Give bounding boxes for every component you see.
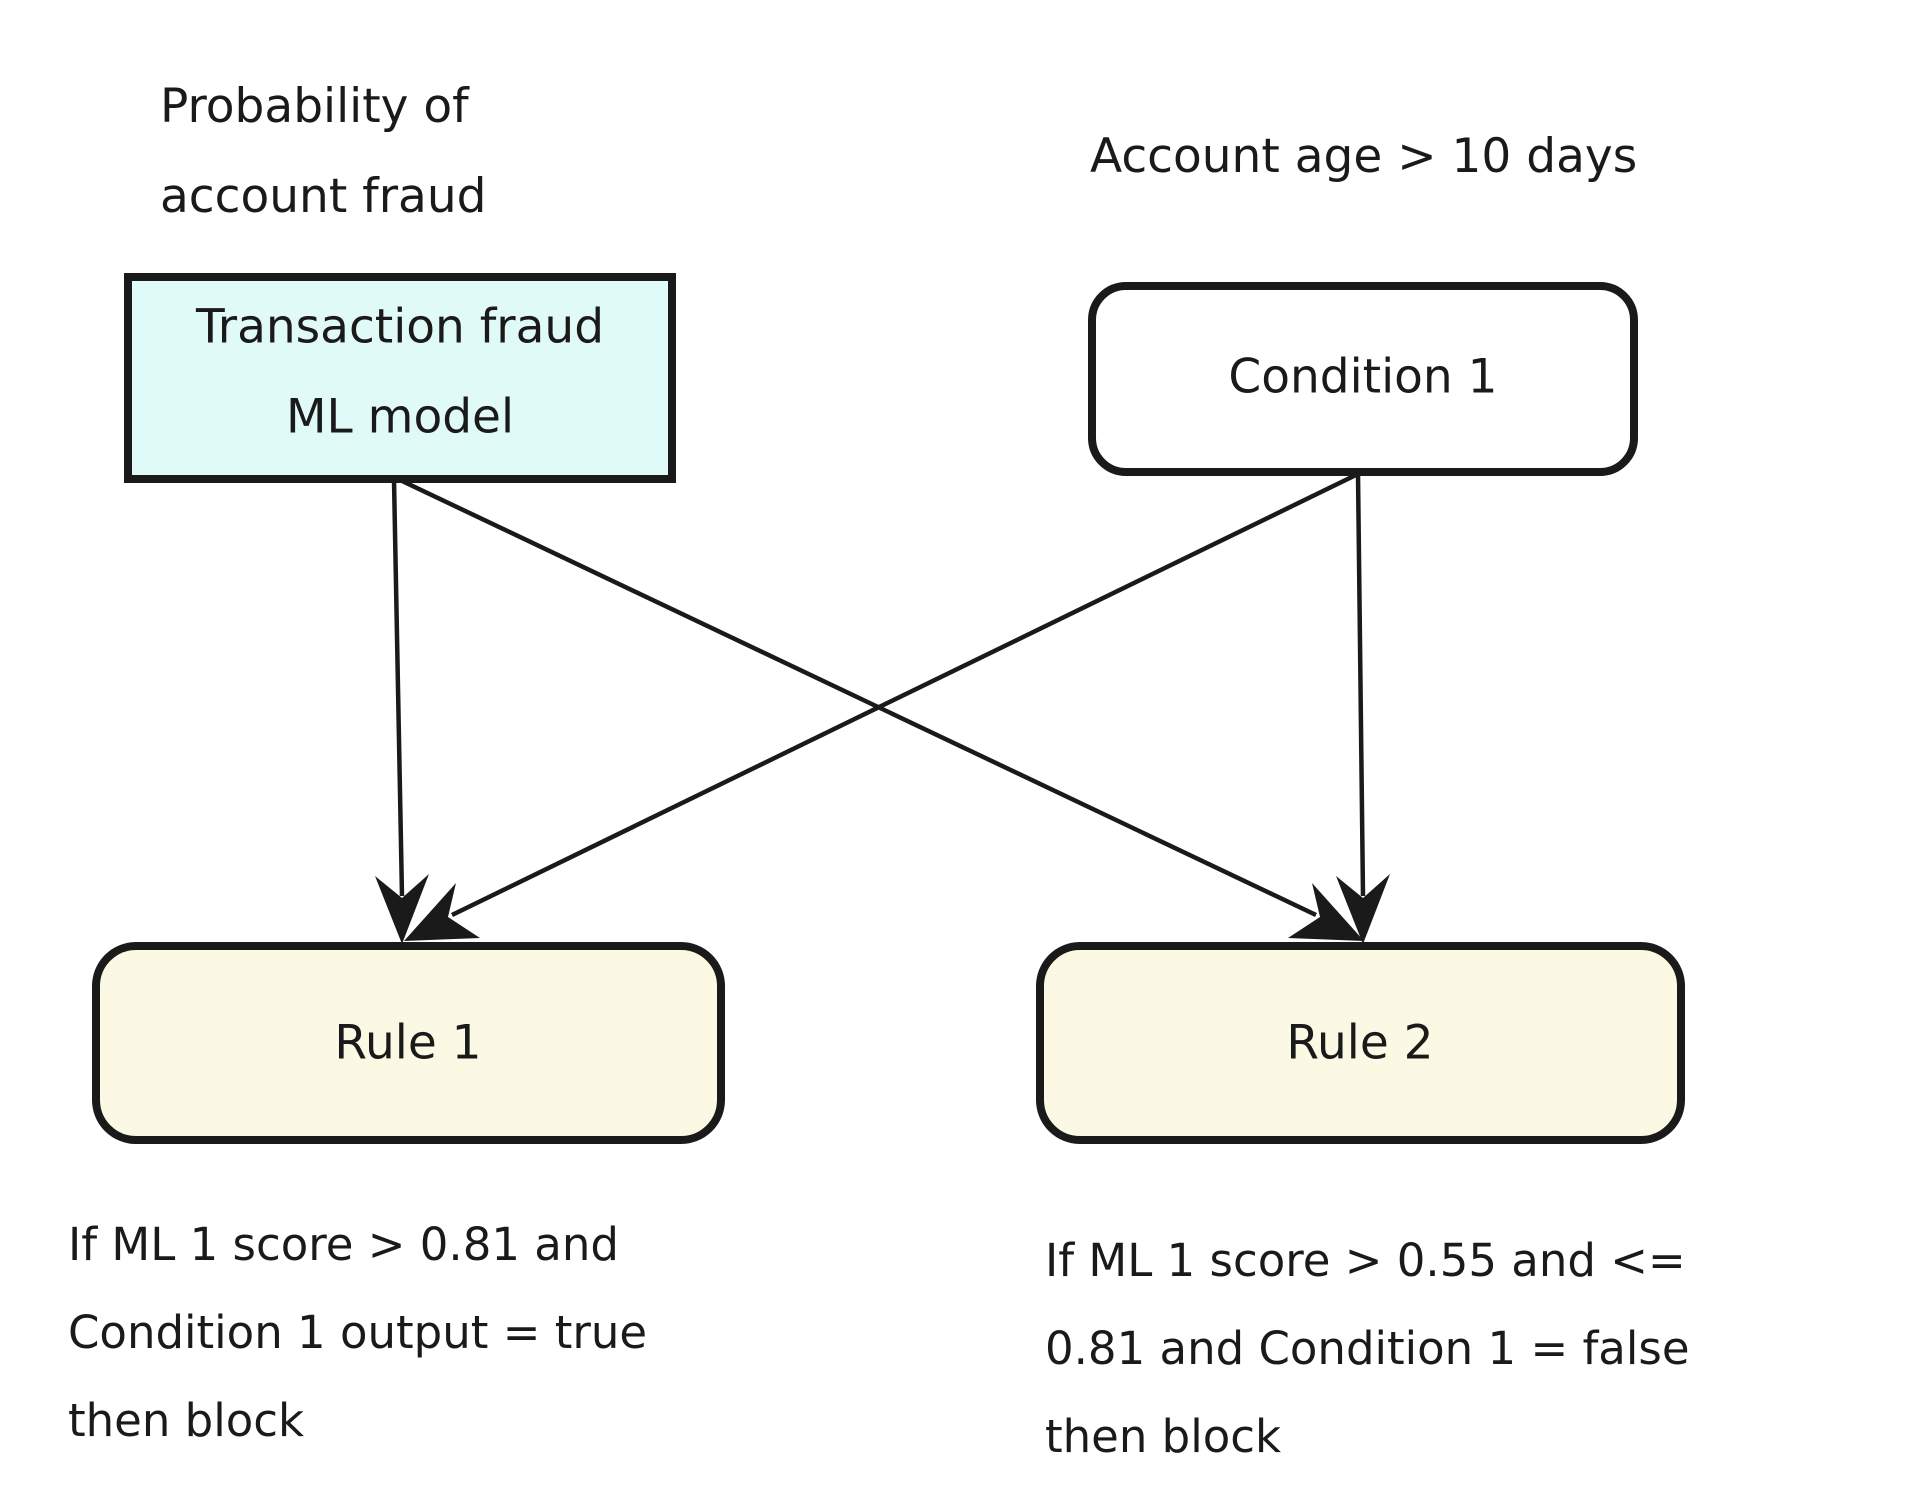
edge-line-cond1-to-rule1 [451, 471, 1359, 918]
caption-rule-2-line3: then block [1045, 1410, 1281, 1463]
edge-condition-1-to-rule-2 [1336, 473, 1390, 944]
arrowhead-ml-to-rule1 [375, 874, 429, 944]
node-ml-model[interactable]: Transaction fraud ML model [124, 273, 676, 483]
node-ml-model-label-line1: Transaction fraud [195, 300, 604, 355]
caption-rule-1-line2: Condition 1 output = true [68, 1306, 647, 1359]
node-condition-1-label: Condition 1 [1228, 350, 1497, 405]
node-rule-2[interactable]: Rule 2 [1036, 942, 1685, 1144]
annotation-condition-note-text: Account age > 10 days [1090, 129, 1637, 184]
edge-group [375, 471, 1390, 944]
annotation-ml-model-note-line1: Probability of [160, 79, 470, 134]
edge-ml-model-to-rule-1 [375, 479, 429, 944]
caption-rule-2-line1: If ML 1 score > 0.55 and <= [1045, 1234, 1686, 1287]
node-condition-1[interactable]: Condition 1 [1088, 282, 1638, 476]
node-rule-1-label: Rule 1 [334, 1016, 481, 1071]
node-rule-1-shape[interactable] [92, 942, 725, 1144]
annotation-ml-model-note-line2: account fraud [160, 169, 486, 224]
node-rule-1[interactable]: Rule 1 [92, 942, 725, 1144]
edge-line-ml-to-rule1 [391, 479, 405, 897]
arrowhead-ml-to-rule2 [1288, 883, 1364, 941]
edge-condition-1-to-rule-1 [404, 471, 1359, 941]
caption-rule-1-line3: then block [68, 1394, 304, 1447]
arrowhead-cond1-to-rule2 [1336, 874, 1390, 944]
caption-rule-1-line1: If ML 1 score > 0.81 and [68, 1218, 619, 1271]
annotation-condition-note: Account age > 10 days [1090, 129, 1637, 184]
edge-line-ml-to-rule2 [399, 477, 1317, 918]
node-rule-2-shape[interactable] [1036, 942, 1685, 1144]
node-ml-model-label-line2: ML model [286, 390, 514, 445]
node-ml-model-shape[interactable] [124, 273, 676, 483]
caption-rule-1: If ML 1 score > 0.81 and Condition 1 out… [68, 1218, 647, 1447]
edge-line-cond1-to-rule2 [1355, 473, 1366, 897]
caption-rule-2-line2: 0.81 and Condition 1 = false [1045, 1322, 1690, 1375]
node-condition-1-shape[interactable] [1088, 282, 1638, 476]
caption-rule-2: If ML 1 score > 0.55 and <= 0.81 and Con… [1045, 1234, 1690, 1463]
node-rule-2-label: Rule 2 [1286, 1016, 1433, 1071]
edge-ml-model-to-rule-2 [399, 477, 1364, 941]
annotation-ml-model-note: Probability of account fraud [160, 79, 486, 224]
arrowhead-cond1-to-rule1 [404, 883, 480, 941]
